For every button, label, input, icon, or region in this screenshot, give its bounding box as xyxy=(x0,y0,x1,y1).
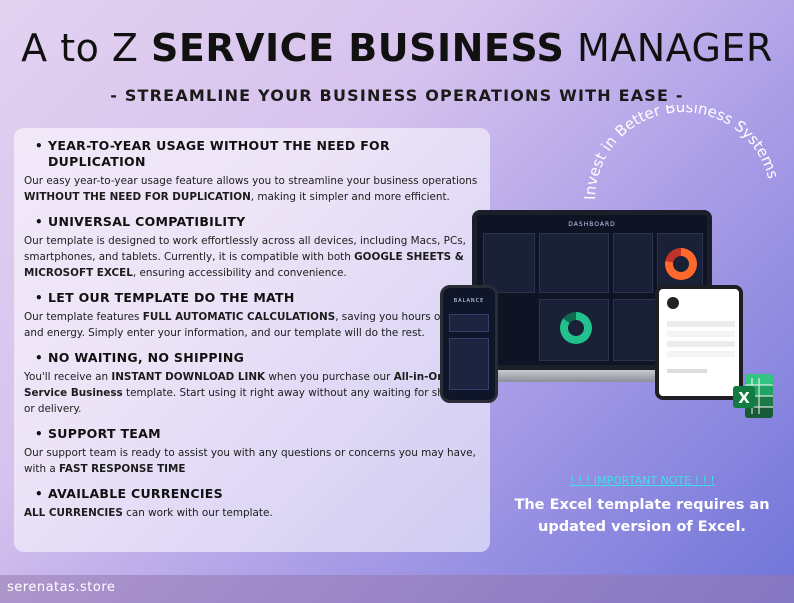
tablet-row xyxy=(667,331,735,337)
arc-textpath: Invest in Better Business Systems xyxy=(581,105,782,200)
dashboard-card xyxy=(539,233,609,293)
feature-section: NO WAITING, NO SHIPPING You'll receive an… xyxy=(24,350,480,417)
dashboard-title: DASHBOARD xyxy=(568,221,616,228)
page-title: A to Z SERVICE BUSINESS MANAGER xyxy=(0,26,794,70)
feature-description: ALL CURRENCIES can work with our templat… xyxy=(24,505,480,521)
feature-emphasis: GOOGLE SHEETS & MICROSOFT EXCEL xyxy=(24,251,464,279)
feature-heading: UNIVERSAL COMPATIBILITY xyxy=(24,214,480,230)
svg-text:Invest in Better Business Syst: Invest in Better Business Systems xyxy=(581,105,782,200)
feature-emphasis: WITHOUT THE NEED FOR DUPLICATION xyxy=(24,191,251,203)
feature-description: You'll receive an INSTANT DOWNLOAD LINK … xyxy=(24,369,480,417)
feature-heading: LET OUR TEMPLATE DO THE MATH xyxy=(24,290,480,306)
title-part-1: A to Z xyxy=(21,26,152,70)
feature-text: can work with our template. xyxy=(122,507,273,519)
donut-hole xyxy=(568,320,584,336)
phone-title: BALANCE xyxy=(453,298,485,304)
feature-heading: YEAR-TO-YEAR USAGE WITHOUT THE NEED FOR … xyxy=(24,138,480,170)
feature-text: , ensuring accessibility and convenience… xyxy=(132,267,347,279)
excel-logo-icon: X xyxy=(733,374,773,418)
feature-description: Our support team is ready to assist you … xyxy=(24,445,480,477)
feature-text: when you purchase our xyxy=(265,371,394,383)
feature-heading: SUPPORT TEAM xyxy=(24,426,480,442)
tablet-row xyxy=(667,341,735,347)
feature-heading: NO WAITING, NO SHIPPING xyxy=(24,350,480,366)
tablet-mockup xyxy=(655,285,743,400)
footer-site: serenatas.store xyxy=(7,580,116,595)
tablet-row xyxy=(667,321,735,327)
important-note-title: ! ! ! IMPORTANT NOTE ! ! ! xyxy=(570,474,715,487)
device-mockups: DASHBOARD BALANCE X xyxy=(425,205,773,445)
feature-text: You'll receive an xyxy=(24,371,112,383)
important-note-text: The Excel template requires an updated v… xyxy=(514,497,770,535)
feature-emphasis: All-in-One Service Business xyxy=(24,371,452,399)
feature-description: Our easy year-to-year usage feature allo… xyxy=(24,173,480,205)
feature-text: template. Start using it right away with… xyxy=(24,387,476,415)
title-bold: SERVICE BUSINESS xyxy=(151,26,565,70)
title-part-2: MANAGER xyxy=(564,26,773,70)
tablet-row xyxy=(667,369,707,373)
feature-text: Our template features xyxy=(24,311,143,323)
feature-emphasis: INSTANT DOWNLOAD LINK xyxy=(111,371,266,383)
dashboard-card xyxy=(483,233,535,293)
feature-emphasis: FAST RESPONSE TIME xyxy=(59,463,186,475)
features-list: YEAR-TO-YEAR USAGE WITHOUT THE NEED FOR … xyxy=(24,138,480,521)
feature-section: LET OUR TEMPLATE DO THE MATH Our template… xyxy=(24,290,480,341)
svg-text:X: X xyxy=(738,389,750,407)
tablet-row xyxy=(667,351,735,357)
feature-text: , saving you hours of time and energy. S… xyxy=(24,311,471,339)
feature-section: UNIVERSAL COMPATIBILITY Our template is d… xyxy=(24,214,480,281)
feature-text: Our support team is ready to assist you … xyxy=(24,447,476,475)
badge-arc-text: Invest in Better Business Systems xyxy=(581,105,782,200)
feature-text: Our template is designed to work effortl… xyxy=(24,235,466,263)
phone-card xyxy=(449,314,489,332)
dashboard-card xyxy=(539,299,609,361)
dashboard-card xyxy=(657,233,703,293)
phone-mockup: BALANCE xyxy=(440,285,498,403)
phone-table xyxy=(449,338,489,390)
feature-emphasis: FULL AUTOMATIC CALCULATIONS xyxy=(142,311,336,323)
feature-section: YEAR-TO-YEAR USAGE WITHOUT THE NEED FOR … xyxy=(24,138,480,205)
feature-description: Our template features FULL AUTOMATIC CAL… xyxy=(24,309,480,341)
tablet-logo-icon xyxy=(667,297,679,309)
donut-hole xyxy=(673,256,689,272)
feature-text: Our easy year-to-year usage feature allo… xyxy=(24,175,478,187)
feature-description: Our template is designed to work effortl… xyxy=(24,233,480,281)
feature-section: SUPPORT TEAM Our support team is ready to… xyxy=(24,426,480,477)
page-subtitle: - STREAMLINE YOUR BUSINESS OPERATIONS WI… xyxy=(110,86,684,105)
feature-text: , making it simpler and more efficient. xyxy=(250,191,450,203)
footer-bar: serenatas.store xyxy=(0,575,794,603)
features-panel: YEAR-TO-YEAR USAGE WITHOUT THE NEED FOR … xyxy=(14,128,490,552)
feature-section: AVAILABLE CURRENCIES ALL CURRENCIES can w… xyxy=(24,486,480,521)
dashboard-card xyxy=(613,233,653,293)
feature-emphasis: ALL CURRENCIES xyxy=(24,507,123,519)
feature-heading: AVAILABLE CURRENCIES xyxy=(24,486,480,502)
